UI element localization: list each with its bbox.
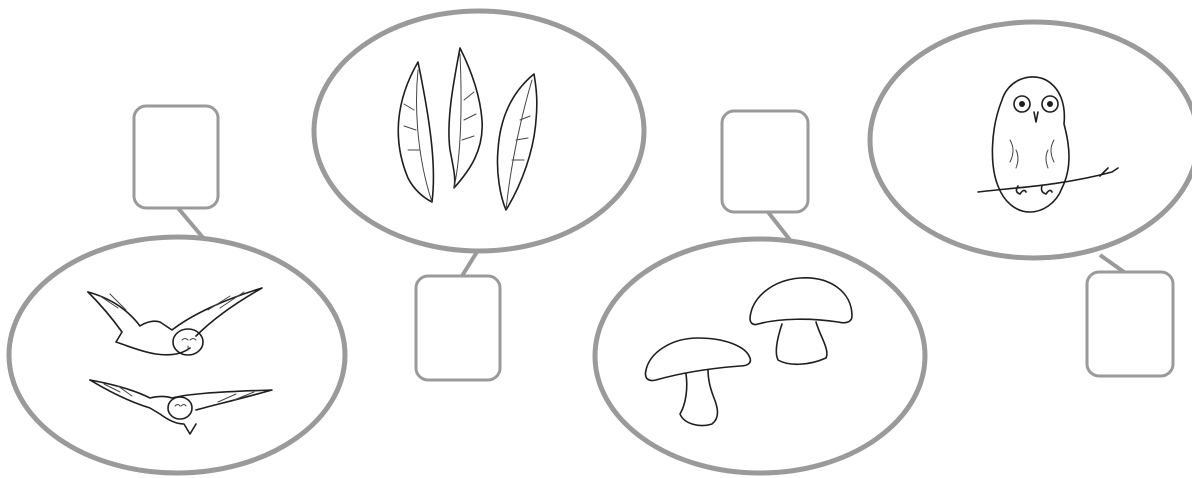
picture-bubble-perched-owl: [870, 22, 1192, 258]
picture-bubble-leaves: [314, 11, 644, 251]
picture-bubble-flying-owls: [9, 237, 345, 473]
connector-perched-owl: [1100, 255, 1124, 272]
answer-box-mushrooms[interactable]: [722, 111, 808, 212]
answer-box-leaves[interactable]: [416, 276, 500, 380]
answer-box-flying-owls[interactable]: [134, 106, 218, 208]
answer-box-perched-owl[interactable]: [1087, 272, 1173, 376]
connector-mushrooms: [768, 212, 790, 240]
picture-bubble-mushrooms: [595, 239, 925, 473]
